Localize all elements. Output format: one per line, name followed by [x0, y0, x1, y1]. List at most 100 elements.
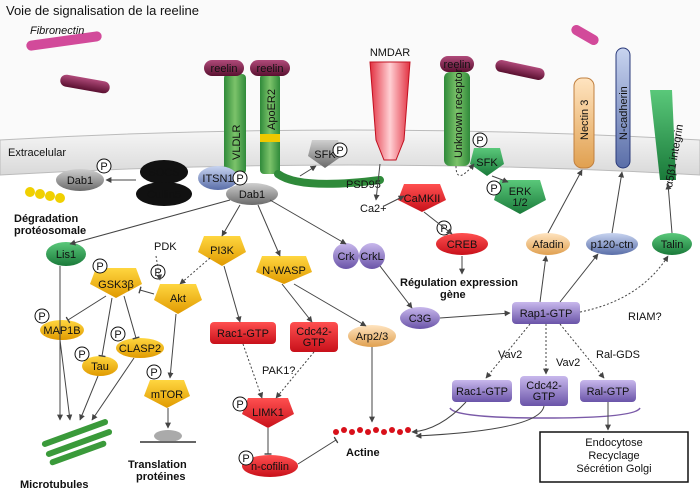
- unknown-receptor: [444, 72, 470, 166]
- unknown-receptor-label: Unknown receptor: [453, 68, 465, 158]
- clasp2-label: CLASP2: [119, 343, 161, 355]
- ralgtp-label: Ral-GTP: [587, 386, 630, 398]
- ncadherin-label: N-cadherin: [618, 86, 630, 140]
- talin-node: [652, 233, 692, 255]
- erk-node: [494, 180, 546, 214]
- apoer2-receptor: [260, 74, 280, 174]
- rac1b-label: Rac1-GTP: [456, 386, 508, 398]
- vav2-label-a: Vav2: [498, 349, 522, 361]
- itsn1-node: [198, 166, 238, 190]
- cdc42b-node: [520, 376, 568, 406]
- integrin-receptor: [650, 90, 676, 180]
- phospho-erk: [486, 180, 502, 196]
- afadin-node: [526, 233, 570, 255]
- reelin-on-unknown: [440, 56, 474, 72]
- cdc42b-label: Cdc42-GTP: [526, 380, 562, 403]
- c3g-label: C3G: [409, 313, 432, 325]
- reelin-on-apoer2: [250, 60, 290, 76]
- ncofilin-label: n-cofilin: [251, 461, 289, 473]
- pak1-label: PAK1?: [262, 365, 295, 377]
- nwasp-label: N-WASP: [262, 265, 306, 277]
- psd95-label: PSD95: [346, 179, 381, 191]
- itsn1-label: ITSN1: [202, 173, 233, 185]
- ralgds-label: Ral-GDS: [596, 349, 640, 361]
- sfk2-node: [470, 148, 504, 176]
- phospho-tau: [74, 346, 90, 362]
- phospho-ncofilin: [238, 450, 254, 466]
- actin-filament-icon: [333, 427, 411, 435]
- reelin-label-2: reelin: [257, 63, 284, 75]
- microtubules-icon: [41, 419, 113, 466]
- phospho-dab1-left: [96, 158, 112, 174]
- nectin3-label: Nectin 3: [579, 100, 591, 140]
- c3g-node: [400, 307, 440, 329]
- vldlr-label: VLDLR: [231, 124, 243, 160]
- ncadherin-receptor: [615, 47, 631, 169]
- phospho-label: P: [100, 161, 107, 173]
- crkl-node: [359, 243, 385, 269]
- nectin3-receptor: [573, 77, 595, 169]
- mtor-node: [144, 380, 190, 408]
- vav2-label-b: Vav2: [556, 357, 580, 369]
- crkl-label: CrkL: [360, 251, 383, 263]
- phospho-label: P: [236, 173, 243, 185]
- p120-node: [586, 233, 638, 255]
- clasp2-node: [116, 338, 164, 358]
- map1b-node: [40, 320, 84, 340]
- phospho-label: P: [154, 267, 161, 279]
- dab1-left-label: Dab1: [67, 175, 93, 187]
- mtor-label: mTOR: [151, 389, 183, 401]
- reelin-label-1: reelin: [211, 63, 238, 75]
- phospho-clasp2: [110, 326, 126, 342]
- pdk-label: PDK: [154, 241, 177, 253]
- socs-node: [140, 160, 188, 184]
- sfk2-label: SFK: [476, 157, 498, 169]
- gsk3b-label: GSK3β: [98, 279, 134, 291]
- phospho-label: P: [490, 183, 497, 195]
- akt-node: [154, 284, 202, 314]
- pathway-edges: [57, 163, 673, 465]
- phospho-label: P: [150, 367, 157, 379]
- extracellular-label: Extracelular: [8, 147, 66, 159]
- camkii-node: [398, 184, 446, 212]
- ca2-label: Ca2+: [360, 203, 387, 215]
- fibronectin-fragment: [571, 25, 599, 45]
- pi3k-label: PI3K: [210, 245, 235, 257]
- nmdar-channel: [369, 61, 411, 161]
- phospho-label: P: [476, 135, 483, 147]
- phospho-label: P: [114, 329, 121, 341]
- phospho-label: P: [96, 261, 103, 273]
- cullin5-node: [136, 182, 192, 206]
- actine-label: Actine: [346, 447, 380, 459]
- talin-label: Talin: [661, 239, 684, 251]
- dab1-label: Dab1: [239, 189, 265, 201]
- camkii-label: CaMKII: [404, 193, 441, 205]
- cullin5-label: Cullin5: [147, 189, 181, 201]
- vldlr-receptor: [224, 74, 246, 174]
- rac1b-node: [452, 380, 512, 402]
- phospho-label: P: [242, 453, 249, 465]
- diagram-title: Voie de signalisation de la reeline: [6, 3, 199, 18]
- reelin-label-3: reelin: [444, 59, 471, 71]
- gsk3b-node: [90, 268, 142, 298]
- cdc42-label: Cdc42-GTP: [296, 326, 332, 349]
- fibronectin-shape: [26, 31, 102, 51]
- sfk1-label: SFK: [314, 149, 336, 161]
- ncofilin-node: [242, 455, 298, 477]
- phospho-label: P: [38, 311, 45, 323]
- ribosome-icon: [154, 430, 182, 442]
- phospho-limk1: [232, 396, 248, 412]
- riam-label: RIAM?: [628, 311, 662, 323]
- arp23-label: Arp2/3: [356, 331, 388, 343]
- phospho-sfk1: [332, 142, 348, 158]
- afadin-label: Afadin: [532, 239, 563, 251]
- reelin-on-vldlr: [204, 60, 244, 76]
- crk-node: [333, 243, 359, 269]
- rac1-label: Rac1-GTP: [217, 328, 269, 340]
- rac1-node: [210, 322, 276, 344]
